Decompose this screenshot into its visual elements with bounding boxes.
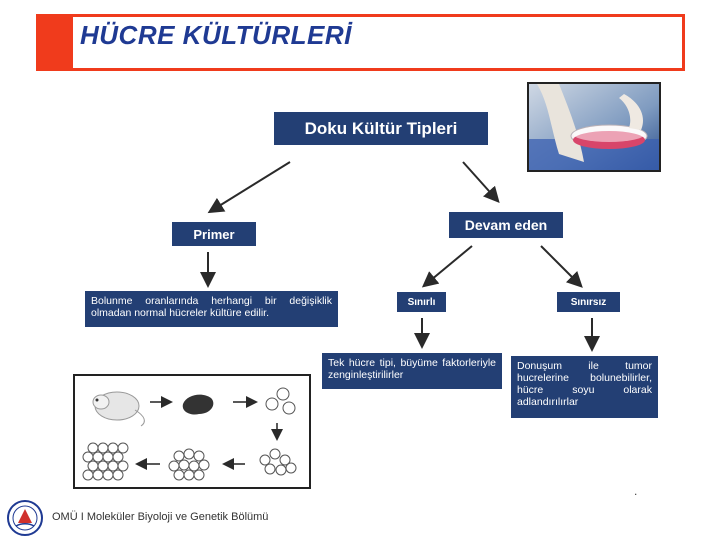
university-logo-icon bbox=[6, 499, 44, 537]
arrow-devam-to-sinirli bbox=[425, 246, 472, 285]
cells-many-icon bbox=[169, 449, 209, 480]
primer-description: Bolunme oranlarında herhangi bir değişik… bbox=[85, 291, 338, 327]
arrow-root-to-devam bbox=[463, 162, 497, 200]
cells-growing-icon bbox=[260, 449, 296, 475]
sinirli-box: Sınırlı bbox=[397, 292, 446, 312]
footer-mark: . bbox=[634, 484, 637, 498]
cells-few-icon bbox=[266, 388, 295, 414]
mouse-icon bbox=[93, 392, 144, 426]
devam-eden-box: Devam eden bbox=[449, 212, 563, 238]
cell-culture-illustration bbox=[73, 374, 311, 489]
primer-box: Primer bbox=[172, 222, 256, 246]
sinirsiz-box: Sınırsız bbox=[557, 292, 620, 312]
footer-text: OMÜ I Moleküler Biyoloji ve Genetik Bölü… bbox=[52, 511, 268, 523]
sinirli-description: Tek hücre tipi, büyüme faktorleriyle zen… bbox=[322, 353, 502, 389]
arrow-root-to-primer bbox=[211, 162, 290, 211]
tissue-icon bbox=[183, 395, 214, 415]
sinirsiz-description: Donuşum ile tumor hucrelerine bolunebili… bbox=[511, 356, 658, 418]
root-box: Doku Kültür Tipleri bbox=[274, 112, 488, 145]
arrow-devam-to-sinirsiz bbox=[541, 246, 580, 285]
cells-confluent-icon bbox=[83, 443, 128, 480]
petri-dish-photo bbox=[527, 82, 661, 172]
